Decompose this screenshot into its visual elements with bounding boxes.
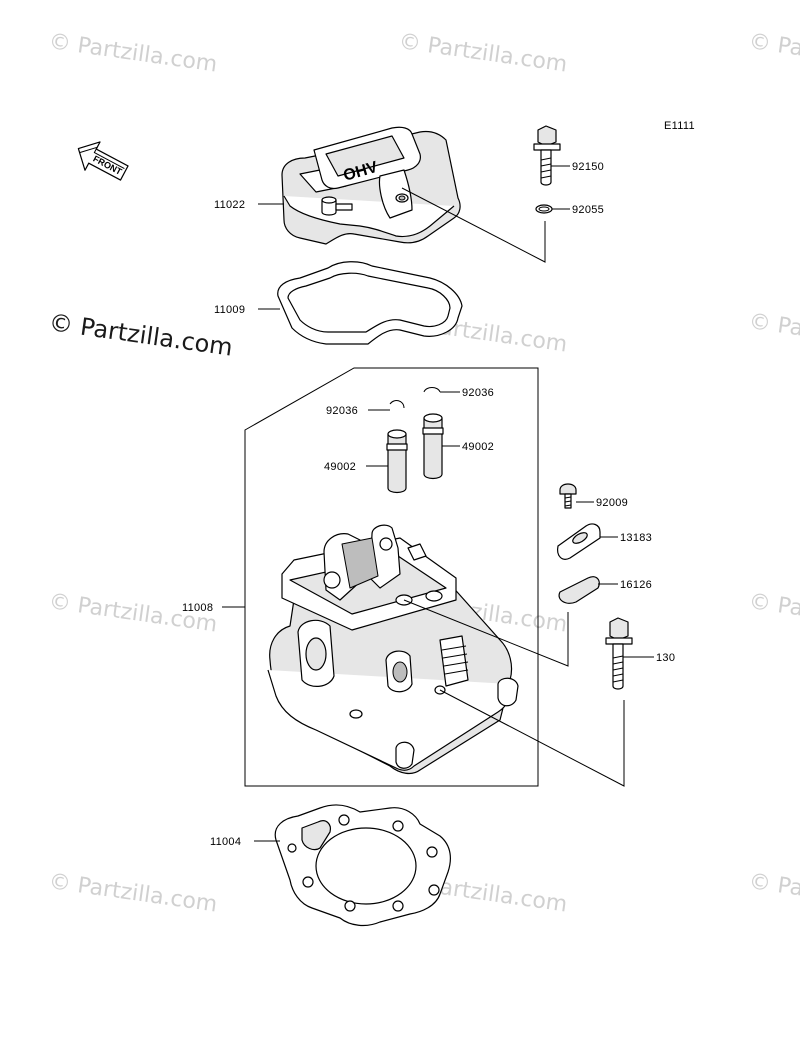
label-11022[interactable]: 11022 [214,199,245,211]
watermark: © Partzilla.com [747,869,800,917]
bolt-92150[interactable] [533,125,561,186]
cylinder-head-cover[interactable]: OHV [281,126,461,245]
label-49002-right[interactable]: 49002 [462,441,494,453]
cotter-92036-right[interactable] [423,387,441,393]
label-92036-left[interactable]: 92036 [326,405,358,417]
cotter-92036-left[interactable] [389,400,405,409]
watermark-main: © Partzilla.com [47,308,234,362]
bolt-130[interactable] [605,617,633,690]
cylinder-head-gasket[interactable] [274,804,451,927]
label-49002-left[interactable]: 49002 [324,461,356,473]
head-cover-gasket[interactable] [277,261,463,345]
label-92055[interactable]: 92055 [572,204,604,216]
label-92009[interactable]: 92009 [596,497,628,509]
label-13183[interactable]: 13183 [620,532,652,544]
assembly-line [403,599,569,667]
label-11009[interactable]: 11009 [214,304,245,316]
assembly-frame [244,367,539,787]
o-ring-92055[interactable] [535,204,553,214]
label-11004[interactable]: 11004 [210,836,241,848]
plate-13183[interactable] [557,523,601,560]
watermark: © Partzilla.com [47,29,219,77]
label-16126[interactable]: 16126 [620,579,652,591]
screw-92009[interactable] [559,483,577,509]
cylinder-head[interactable] [267,524,519,775]
leader-lines [222,165,654,842]
gasket-16126[interactable] [558,576,600,604]
front-arrow-icon: FRONT [77,141,129,181]
watermark: © Partzilla.com [747,589,800,637]
assembly-line [401,187,546,263]
watermark: © Partzilla.com [397,29,569,77]
watermark: © Partzilla.com [747,29,800,77]
label-11008[interactable]: 11008 [182,602,213,614]
diagram-code: E1111 [664,120,695,132]
watermark: © Partzilla.com [747,309,800,357]
label-92036-right[interactable]: 92036 [462,387,494,399]
label-130[interactable]: 130 [656,652,675,664]
label-92150[interactable]: 92150 [572,161,604,173]
assembly-line [439,689,625,787]
valve-guide-right[interactable] [422,413,444,480]
valve-guide-left[interactable] [386,429,408,494]
part-labels: 11022 11009 11008 11004 92150 92055 9203… [182,161,675,848]
watermark: © Partzilla.com [47,869,219,917]
